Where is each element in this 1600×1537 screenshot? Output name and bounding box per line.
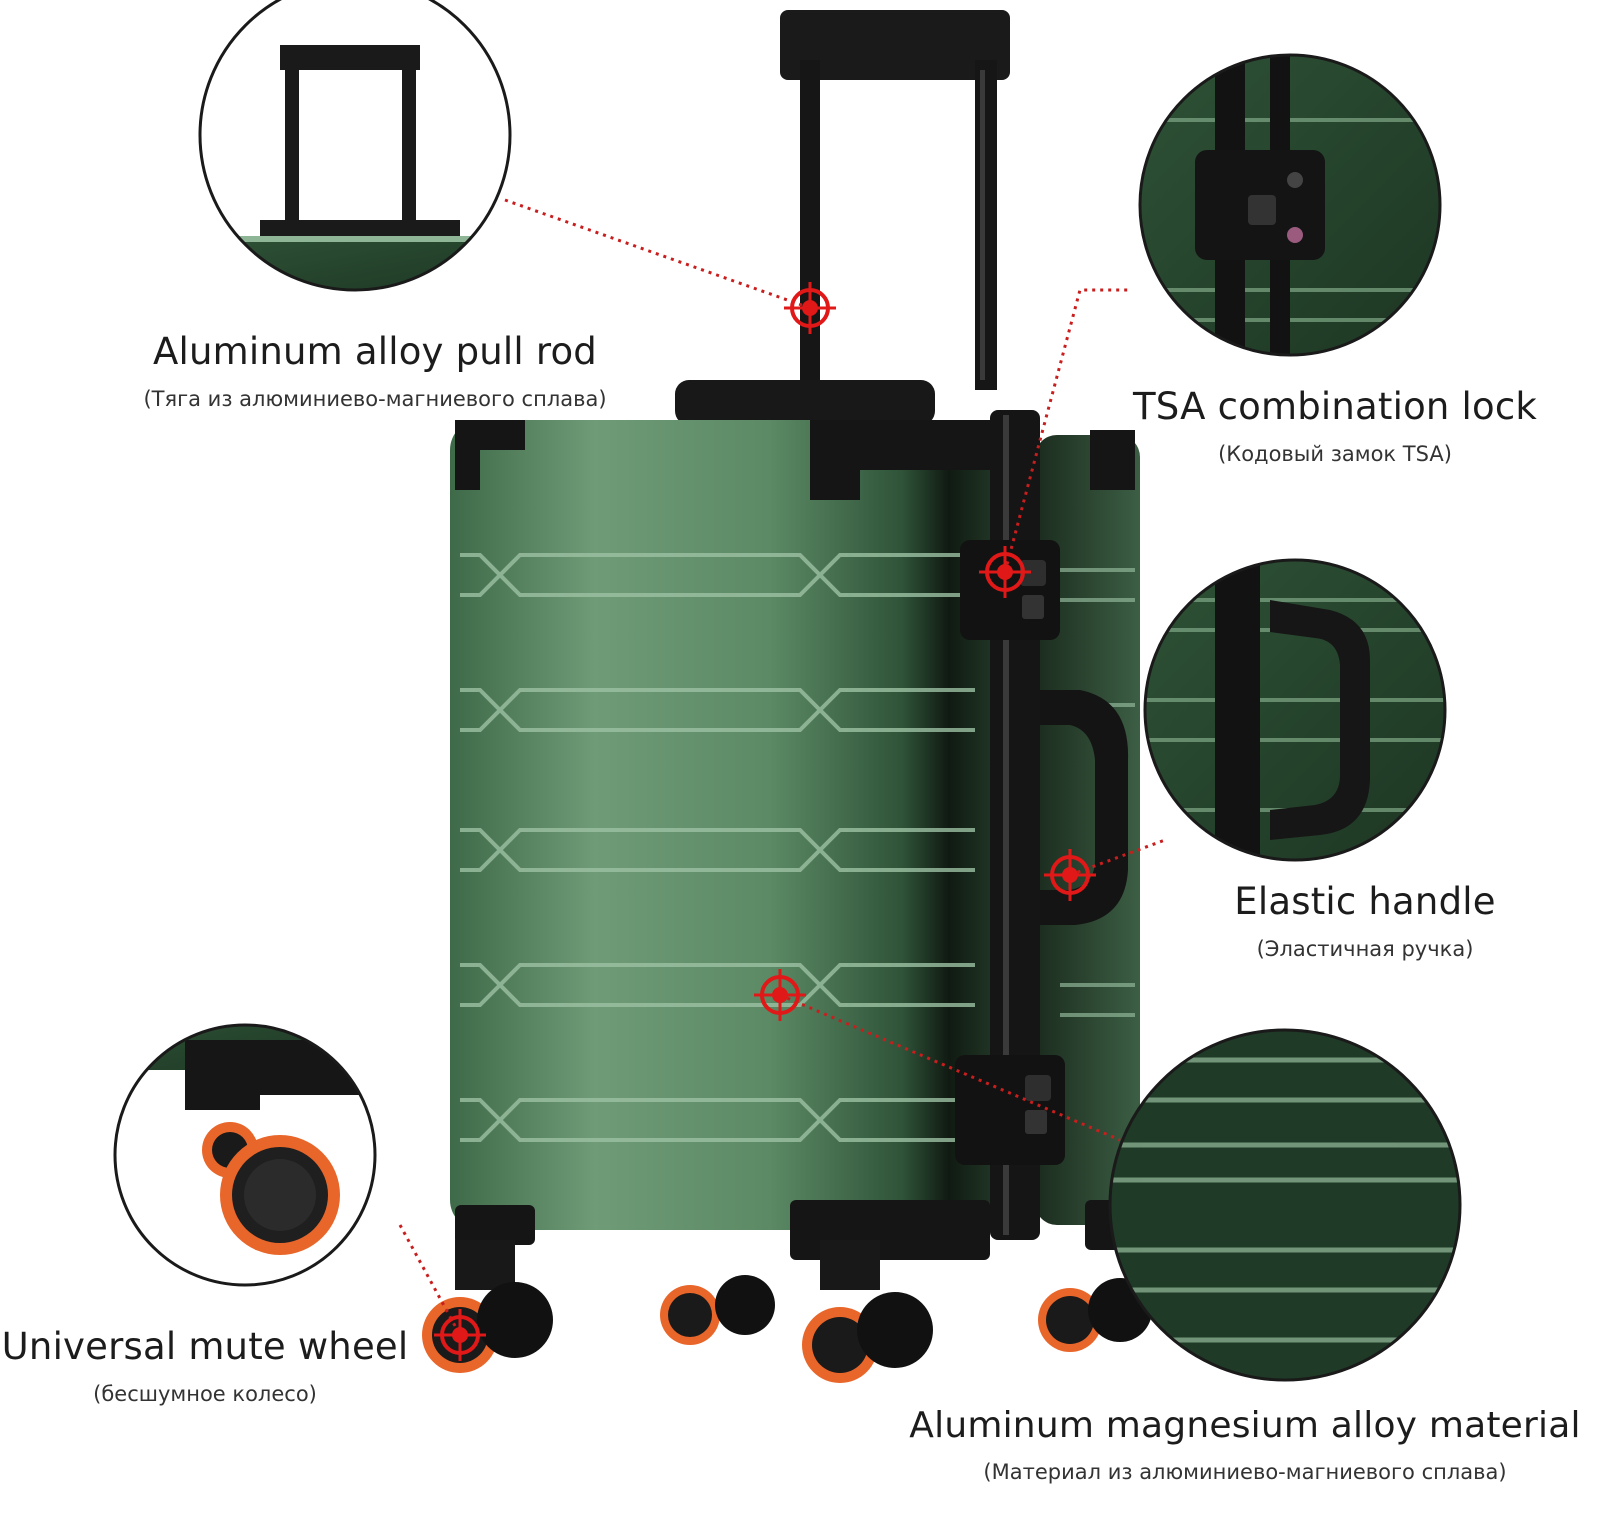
label-pull-rod-subtitle: (Тяга из алюминиево-магниевого сплава) [143, 387, 607, 411]
label-material-subtitle: (Материал из алюминиево-магниевого сплав… [983, 1460, 1507, 1484]
detail-circle-handle [1143, 558, 1447, 862]
target-marker-icon [979, 546, 1031, 598]
target-marker-icon [434, 1309, 486, 1361]
target-marker-icon [1044, 849, 1096, 901]
label-tsa-lock-subtitle: (Кодовый замок TSA) [1218, 442, 1452, 466]
label-tsa-lock: TSA combination lock (Кодовый замок TSA) [1120, 385, 1550, 466]
label-wheel-title: Universal mute wheel [1, 1325, 409, 1368]
detail-circle-wheel [113, 1023, 377, 1287]
label-pull-rod-title: Aluminum alloy pull rod [153, 330, 597, 373]
label-handle-title: Elastic handle [1234, 880, 1496, 923]
label-material: Aluminum magnesium alloy material (Матер… [890, 1405, 1600, 1484]
side-handle [1040, 690, 1129, 925]
label-handle: Elastic handle (Эластичная ручка) [1210, 880, 1520, 961]
label-handle-subtitle: (Эластичная ручка) [1256, 937, 1474, 961]
label-pull-rod: Aluminum alloy pull rod (Тяга из алюмини… [70, 330, 680, 411]
label-tsa-lock-title: TSA combination lock [1132, 385, 1538, 428]
target-marker-icon [754, 969, 806, 1021]
tsa-lock-lower [955, 1055, 1065, 1165]
top-handle [675, 380, 935, 425]
suitcase-body [450, 410, 1140, 1260]
label-wheel: Universal mute wheel (бесшумное колесо) [0, 1325, 410, 1406]
pull-rod [780, 10, 1010, 390]
target-marker-icon [784, 282, 836, 334]
label-wheel-subtitle: (бесшумное колесо) [93, 1382, 317, 1406]
label-material-title: Aluminum magnesium alloy material [909, 1405, 1581, 1446]
detail-circle-tsa-lock [1138, 53, 1442, 357]
detail-circle-pull-rod [198, 0, 512, 292]
detail-circle-material [1108, 1028, 1462, 1382]
wheels [422, 1240, 1152, 1383]
